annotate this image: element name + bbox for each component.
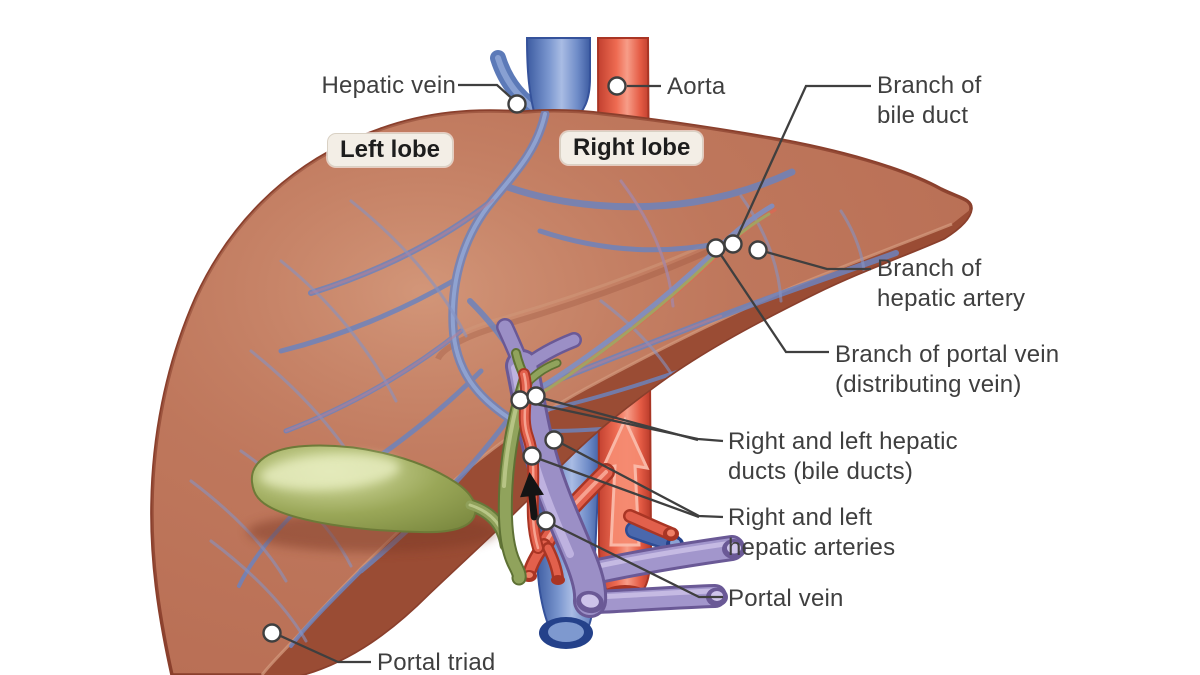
- anchor-dot-artery-left: [522, 446, 542, 466]
- anchor-dots: [262, 76, 768, 643]
- branch-of-portal-vein-label: Branch of portal vein (distributing vein…: [835, 341, 1060, 398]
- anchor-dot-portal-branch: [706, 238, 726, 258]
- leader-lines: [273, 83, 871, 664]
- portal-triad-bundle: [509, 203, 777, 414]
- anchor-dot-bile-branch: [723, 234, 743, 254]
- hepatic-arteries-label: Right and left hepatic arteries: [728, 504, 896, 561]
- hepatic-vein-label: Hepatic vein: [321, 72, 456, 99]
- anchor-dot-duct-left: [510, 390, 530, 410]
- anchor-dot-artery-right: [544, 430, 564, 450]
- portal-triad-label: Portal triad: [377, 649, 496, 675]
- aorta-label: Aorta: [667, 73, 726, 100]
- bile-flow-arrow: [520, 472, 544, 521]
- liver-visceral-surface: [262, 209, 971, 675]
- anchor-dot-portal-triad: [262, 623, 282, 643]
- left-lobe-badge: Left lobe: [327, 133, 453, 167]
- leader-portal-branch: [716, 248, 829, 354]
- anchor-dot-duct-right: [526, 386, 546, 406]
- hepatic-ducts-label: Right and left hepatic ducts (bile ducts…: [728, 428, 958, 485]
- anchor-dot-portal-vein: [536, 511, 556, 531]
- leader-bile-duct: [733, 84, 871, 243]
- leader-ducts-b: [537, 395, 699, 442]
- leader-portal-vein: [547, 520, 723, 599]
- branch-of-hepatic-artery-label: Branch of hepatic artery: [877, 255, 1026, 312]
- leader-portal-triad: [273, 631, 371, 664]
- leader-arteries-b: [533, 455, 700, 519]
- branch-of-bile-duct-label: Branch of bile duct: [877, 72, 982, 129]
- leader-hepatic-artery: [758, 248, 871, 271]
- anchor-dot-aorta: [607, 76, 627, 96]
- portal-vein-label: Portal vein: [728, 585, 844, 612]
- right-lobe-badge: Right lobe: [560, 131, 704, 165]
- anchor-dot-hepatic-vein: [507, 94, 527, 114]
- anchor-dot-artery-branch: [748, 240, 768, 260]
